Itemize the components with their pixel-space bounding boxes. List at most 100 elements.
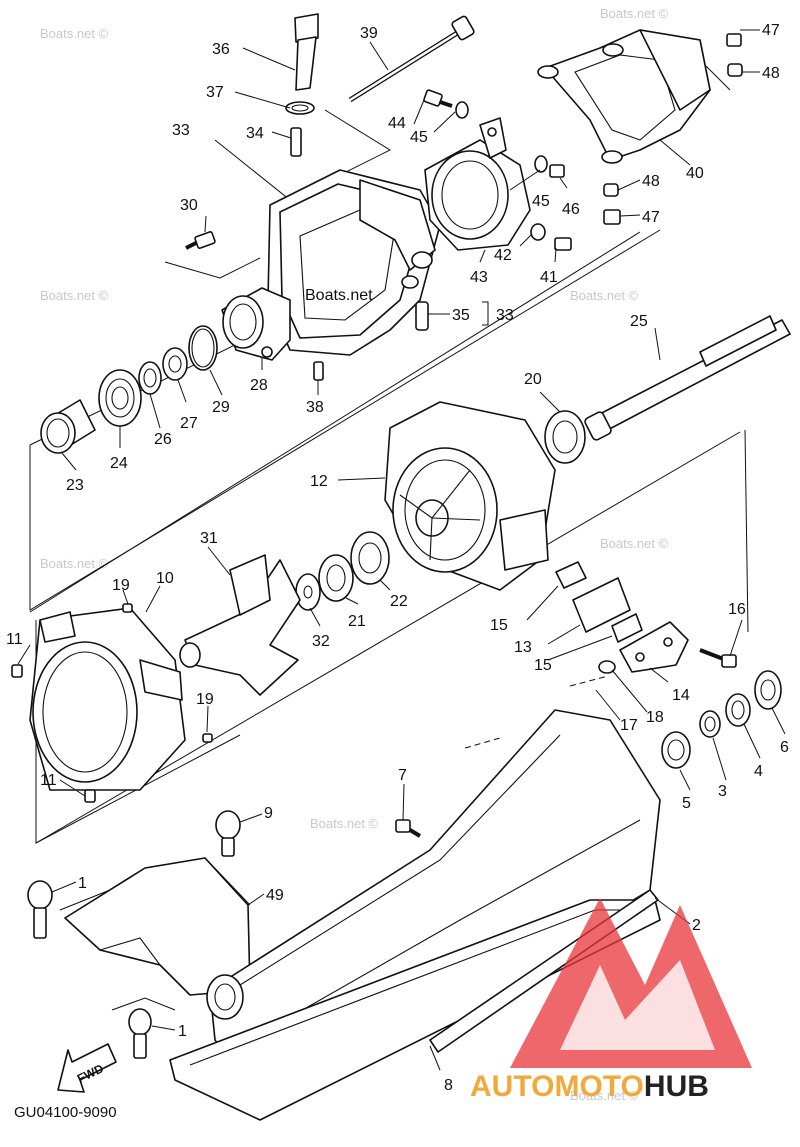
- part-45-washer-lower: [534, 155, 548, 173]
- callout-18: 18: [646, 709, 664, 726]
- part-39-bolt: [348, 15, 475, 103]
- callout-42: 42: [494, 247, 512, 264]
- part-33-steering-housing: Boats.net: [267, 169, 441, 356]
- part-22-bearing: [350, 531, 390, 585]
- callout-43: 43: [470, 269, 488, 286]
- callout-45: 45: [410, 129, 428, 146]
- part-48-collar-lower: [603, 183, 619, 197]
- part-24-bearing: [98, 369, 142, 427]
- part-48-collar-upper: [727, 63, 743, 77]
- part-40-reverse-gate: [537, 29, 711, 164]
- callout-38: 38: [306, 399, 324, 416]
- watermark: Boats.net ©: [40, 556, 109, 571]
- part-26-washer: [138, 361, 162, 395]
- part-41-bolt: [554, 237, 572, 251]
- part-8-intake-duct: [169, 709, 661, 1121]
- callout-35: 35: [452, 307, 470, 324]
- part-13-plate: [572, 577, 631, 633]
- callout-46: 46: [562, 201, 580, 218]
- watermark: Boats.net ©: [600, 6, 669, 21]
- part-21-seal: [318, 554, 354, 602]
- part-15-gasket-upper: [555, 561, 587, 589]
- callout-49: 49: [266, 887, 284, 904]
- callout-7: 7: [398, 767, 407, 784]
- part-30-bolt: [185, 231, 216, 250]
- callout-44: 44: [388, 115, 406, 132]
- callout-29: 29: [212, 399, 230, 416]
- callout-9: 9: [264, 805, 273, 822]
- callout-33: 33: [172, 122, 190, 139]
- callout-11: 11: [6, 631, 23, 648]
- callout-1: 1: [78, 875, 87, 892]
- part-44-bolt: [423, 89, 453, 108]
- automotohub-logo: AUTOMOTOHUB: [470, 898, 752, 1103]
- callout-20: 20: [524, 371, 542, 388]
- callout-15: 15: [534, 657, 552, 674]
- callout-12: 12: [310, 473, 328, 490]
- part-16-bolt: [699, 648, 737, 668]
- callout-3: 3: [718, 783, 727, 800]
- callout-23: 23: [66, 477, 84, 494]
- callout-labels: 36 37 33 34 39 44 45 30 40 47 48 48 47 4…: [6, 22, 789, 1094]
- callout-4: 4: [754, 763, 763, 780]
- part-9-bolt: [215, 810, 241, 857]
- watermark: Boats.net ©: [310, 816, 379, 831]
- callout-24: 24: [110, 455, 128, 472]
- callout-22: 22: [390, 593, 408, 610]
- part-4-collar: [725, 693, 751, 727]
- part-27-collar: [162, 347, 188, 381]
- watermark: Boats.net ©: [570, 288, 639, 303]
- part-23-sleeve: [40, 399, 96, 454]
- logo-text-automoto: AUTOMOTO: [470, 1070, 644, 1103]
- logo-text-hub: HUB: [644, 1070, 709, 1103]
- part-19-pin-lower: [202, 733, 213, 743]
- callout-48: 48: [762, 65, 780, 82]
- watermark: Boats.net ©: [40, 26, 109, 41]
- part-6-cap: [754, 670, 782, 710]
- part-43-nozzle: [424, 117, 531, 251]
- callout-11: 11: [40, 772, 57, 789]
- callout-21: 21: [348, 613, 366, 630]
- part-46-nut: [549, 164, 565, 178]
- part-28-elbow: [221, 287, 291, 361]
- part-15-gasket-lower: [611, 613, 643, 643]
- part-3-seal: [699, 710, 721, 738]
- part-10-duct: [29, 607, 186, 791]
- part-31-impeller: [179, 554, 301, 696]
- housing-watermark: Boats.net: [305, 287, 373, 304]
- part-38-pin: [313, 361, 324, 381]
- part-17-rod: [464, 675, 609, 749]
- callout-31: 31: [200, 530, 218, 547]
- part-11-pin-lower: [84, 789, 96, 803]
- callout-2: 2: [692, 917, 701, 934]
- callout-48: 48: [642, 173, 660, 190]
- callout-13: 13: [514, 639, 532, 656]
- watermarks: Boats.net © Boats.net © Boats.net © Boat…: [40, 6, 669, 1103]
- callout-27: 27: [180, 415, 198, 432]
- callout-32: 32: [312, 633, 330, 650]
- part-34-nipple: [290, 127, 302, 157]
- callout-39: 39: [360, 25, 378, 42]
- part-29-o-ring: [188, 325, 218, 371]
- callout-17: 17: [620, 717, 638, 734]
- callout-10: 10: [156, 570, 174, 587]
- part-18-clip: [598, 660, 616, 674]
- callout-34: 34: [246, 125, 264, 142]
- callout-14: 14: [672, 687, 690, 704]
- callout-47: 47: [642, 209, 660, 226]
- part-20-bearing: [544, 410, 586, 464]
- callout-1: 1: [178, 1023, 187, 1040]
- callout-37: 37: [206, 84, 224, 101]
- part-14-cover: [619, 621, 689, 673]
- callout-28: 28: [250, 377, 268, 394]
- callout-33: 33: [496, 307, 514, 324]
- callout-25: 25: [630, 313, 648, 330]
- part-47-bolt-lower: [603, 209, 621, 225]
- part-5-spline-gear: [661, 731, 691, 769]
- part-12-impeller-housing: [384, 401, 556, 591]
- part-19-pin-upper: [122, 603, 133, 613]
- part-37-clamp: [285, 101, 315, 115]
- callout-19: 19: [196, 691, 214, 708]
